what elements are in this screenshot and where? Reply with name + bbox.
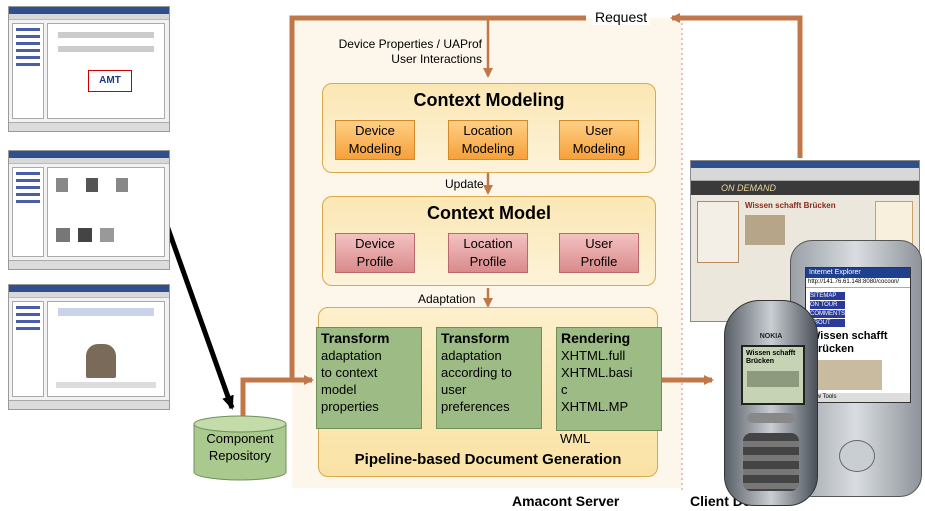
device-properties-line: Device Properties / UAProf	[338, 37, 482, 51]
context-modeling-title: Context Modeling	[413, 90, 565, 110]
stage-line: preferences	[441, 399, 510, 414]
stage-line: XHTML.basi	[561, 365, 633, 380]
rendering-wml-line: WML	[560, 431, 591, 446]
stage-line: c	[561, 382, 568, 397]
request-label: Request	[592, 9, 651, 25]
pda-headline: Wissen schafft Brücken	[810, 330, 888, 355]
pda-title: Internet Explorer	[806, 268, 910, 278]
phone-headline: Wissen schafft Brücken	[746, 350, 796, 365]
request-arrow	[670, 13, 803, 158]
pda-link[interactable]: COMMENTS	[810, 310, 845, 318]
pda-link[interactable]: ABOUT	[810, 319, 845, 327]
pda-link[interactable]: SITEMAP	[810, 292, 845, 300]
repository-link	[240, 377, 292, 420]
repository-line: Repository	[208, 448, 272, 463]
device-properties-label: Device Properties / UAProf User Interact…	[322, 37, 482, 67]
context-model-title: Context Model	[427, 203, 551, 223]
browser-banner: ON DEMAND	[691, 181, 919, 195]
stage-line: XHTML.full	[561, 348, 626, 363]
stage-line: user	[441, 382, 467, 397]
browser-headline: Wissen schafft Brücken	[745, 201, 836, 210]
stage-line: according to	[441, 365, 512, 380]
repository-cylinder-icon	[193, 415, 287, 481]
stage-line: to context	[321, 365, 378, 380]
user-interactions-line: User Interactions	[391, 52, 482, 66]
authoring-screenshot-2	[8, 150, 170, 270]
mobile-phone-device: NOKIA Wissen schafft Brücken	[724, 300, 818, 506]
update-label: Update	[445, 177, 484, 191]
stage-line: adaptation	[321, 348, 382, 363]
stage-line: properties	[321, 399, 379, 414]
pda-link[interactable]: ON TOUR	[810, 301, 845, 309]
amt-logo: AMT	[88, 70, 132, 92]
stage-heading: Transform	[321, 330, 390, 346]
server-label: Amacont Server	[512, 493, 620, 509]
adaptation-label: Adaptation	[418, 292, 476, 306]
transform-context-stage: Transform adaptation to context model pr…	[316, 327, 422, 429]
transform-user-stage: Transform adaptation according to user p…	[436, 327, 542, 429]
pda-address: http://141.76.61.148:8080/cocoon/	[806, 278, 910, 288]
repository-line: Component	[206, 431, 274, 446]
stage-heading: Rendering	[561, 330, 631, 346]
stage-line: XHTML.MP	[561, 399, 629, 414]
pda-links: SITEMAP ON TOUR COMMENTS ABOUT	[810, 292, 845, 327]
rendering-stage: Rendering XHTML.full XHTML.basi c XHTML.…	[556, 327, 662, 431]
pipeline-title: Pipeline-based Document Generation	[354, 451, 622, 468]
pda-toolbar: View Tools	[806, 393, 910, 402]
repository-label: Component Repository	[192, 430, 288, 464]
authoring-screenshot-3	[8, 284, 170, 410]
authoring-screenshot-1: AMT	[8, 6, 170, 132]
phone-brand: NOKIA	[759, 333, 783, 340]
stage-line: adaptation	[441, 348, 502, 363]
stage-heading: Transform	[441, 330, 510, 346]
stage-line: model	[321, 382, 357, 397]
